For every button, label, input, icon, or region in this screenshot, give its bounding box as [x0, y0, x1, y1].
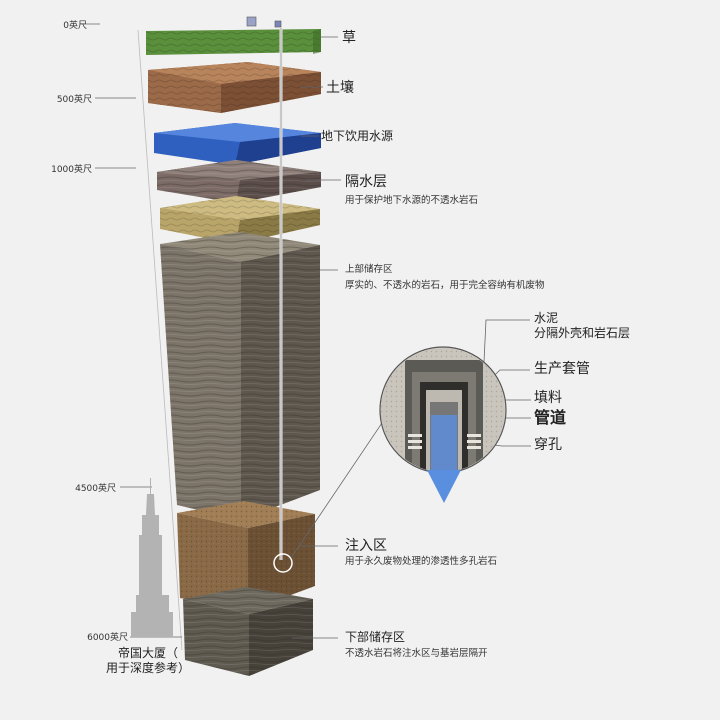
label-injection-desc: 用于永久废物处理的渗透性多孔岩石	[345, 556, 498, 567]
depth-label-4500: 4500英尺	[75, 484, 116, 494]
label-casing: 生产套管	[534, 361, 590, 377]
flow-arrow-icon	[427, 470, 461, 503]
depth-label-0: 0英尺	[63, 21, 87, 31]
label-grass: 草	[342, 30, 356, 46]
building-caption-line1: 帝国大厦（	[118, 646, 179, 660]
label-upper-title: 上部储存区	[345, 264, 393, 275]
upper-storage-block	[160, 232, 320, 520]
depth-guide-line	[137, 29, 183, 651]
label-lower-desc: 不透水岩石将注水区与基岩层隔开	[345, 648, 488, 659]
label-perforation: 穿孔	[534, 437, 562, 453]
building-caption-line2: 用于深度参考）	[106, 661, 191, 675]
label-soil: 土壤	[326, 80, 354, 96]
well-detail-circle	[379, 346, 507, 503]
depth-label-1000: 1000英尺	[51, 165, 92, 175]
grass-layer	[146, 29, 321, 55]
label-upper-desc: 厚实的、不透水的岩石，用于完全容纳有机废物	[345, 280, 545, 291]
water-layer	[154, 123, 321, 165]
label-confining-desc: 用于保护地下水源的不透水岩石	[345, 195, 479, 206]
label-tubing: 管道	[534, 408, 567, 427]
label-water: 地下饮用水源	[321, 129, 394, 143]
empire-state-building-icon	[131, 478, 173, 637]
label-confining-title: 隔水层	[345, 174, 387, 190]
well-pipe	[246, 16, 293, 573]
depth-label-500: 500英尺	[56, 95, 92, 105]
label-lower-title: 下部储存区	[345, 630, 406, 644]
label-cement-desc: 分隔外壳和岩石层	[534, 326, 631, 340]
lower-storage-block	[183, 587, 313, 676]
soil-layer	[148, 62, 321, 113]
label-injection-title: 注入区	[345, 538, 387, 554]
label-cement-title: 水泥	[534, 311, 559, 325]
depth-label-6000: 6000英尺	[87, 633, 128, 643]
label-packing: 填料	[534, 390, 562, 406]
